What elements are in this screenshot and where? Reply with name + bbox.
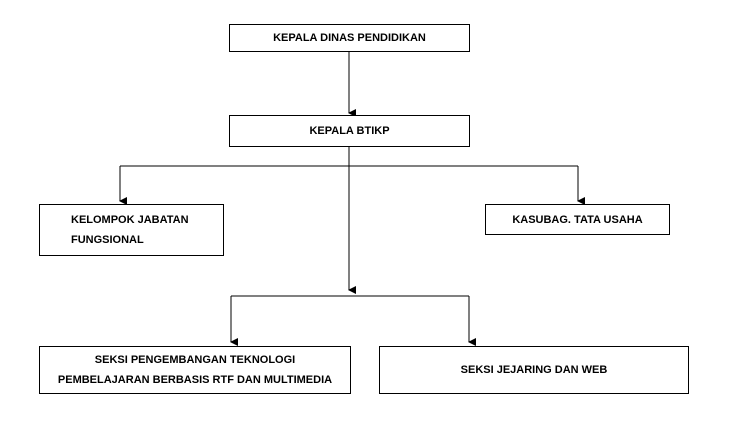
node-kepala-dinas-label: KEPALA DINAS PENDIDIKAN — [273, 32, 426, 44]
node-seksi-teknologi-label-2: PEMBELAJARAN BERBASIS RTF DAN MULTIMEDIA — [57, 374, 333, 386]
node-kasubag-label: KASUBAG. TATA USAHA — [512, 213, 643, 226]
node-kepala-btikp: KEPALA BTIKP — [229, 115, 470, 147]
node-kepala-dinas: KEPALA DINAS PENDIDIKAN — [229, 24, 470, 52]
node-kasubag: KASUBAG. TATA USAHA — [485, 204, 670, 235]
node-kelompok-jabatan: KELOMPOK JABATAN FUNGSIONAL — [39, 204, 224, 256]
node-seksi-teknologi: SEKSI PENGEMBANGAN TEKNOLOGI PEMBELAJARA… — [39, 346, 351, 394]
node-seksi-teknologi-label-1: SEKSI PENGEMBANGAN TEKNOLOGI — [94, 354, 296, 366]
node-kelompok-label-2: FUNGSIONAL — [71, 234, 144, 246]
node-kepala-btikp-label: KEPALA BTIKP — [309, 125, 390, 137]
node-seksi-jejaring-label: SEKSI JEJARING DAN WEB — [460, 364, 608, 376]
node-seksi-jejaring: SEKSI JEJARING DAN WEB — [379, 346, 689, 394]
node-kelompok-label-1: KELOMPOK JABATAN — [71, 214, 189, 226]
